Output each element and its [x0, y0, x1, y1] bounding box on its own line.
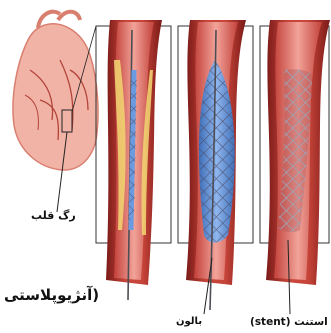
stent-label: استنت (stent): [250, 316, 328, 328]
vessel-catheter-insertion: [106, 20, 162, 300]
balloon-label: بالون: [176, 316, 202, 327]
vessel-balloon-inflated: [186, 20, 246, 310]
vessel-stent-deployed: [266, 20, 330, 285]
heart-artery-label: رگ قلب: [31, 209, 76, 222]
heart-illustration: [13, 12, 98, 170]
diagram-title: (آنژیوپلاستی: [4, 286, 99, 304]
